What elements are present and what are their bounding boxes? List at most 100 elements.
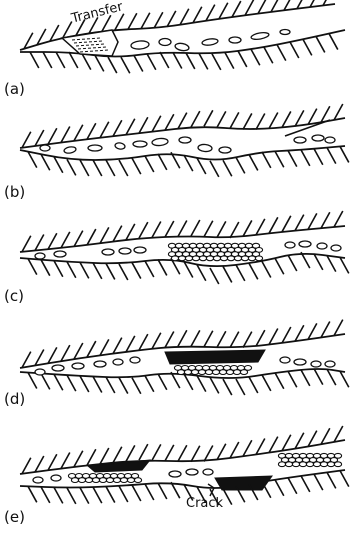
panel-a-upper-hatch (115, 14, 124, 30)
panel-c-upper-hatch (165, 221, 174, 237)
panel-a-label: (a) (4, 80, 25, 98)
panel-a-lower-hatch (329, 34, 338, 50)
panel-d-upper-hatch (256, 330, 265, 346)
panel-d-compacted-debris (212, 370, 219, 375)
panel-b-upper-hatch (126, 119, 135, 135)
panel-e-lower-hatch (301, 476, 310, 492)
panel-c-upper-hatch (256, 219, 265, 235)
panel-e-lower-hatch (314, 474, 323, 490)
panel-e-upper-hatch (256, 439, 265, 455)
panel-e-upper-hatch (113, 447, 122, 463)
panel-a-upper-hatch (219, 3, 228, 19)
panel-a-lower-hatch (121, 57, 130, 73)
panel-a-debris-particle (229, 37, 241, 43)
panel-b-lower-hatch (54, 157, 63, 173)
panel-a-upper-hatch (167, 11, 176, 27)
panel-e-upper-hatch (126, 445, 135, 461)
panel-c-compacted-debris (255, 256, 262, 261)
panel-c-lower-hatch (197, 265, 206, 281)
panel-b-upper-hatch (139, 117, 148, 133)
panel-d-upper-hatch (230, 332, 239, 348)
panel-d-lower-hatch (41, 373, 50, 389)
panel-e-compacted-debris (127, 478, 134, 483)
panel-a-upper-hatch (193, 7, 202, 23)
panel-a-lower-hatch (82, 54, 91, 70)
panel-e-upper-hatch (74, 451, 83, 467)
panel-d-lower-hatch (158, 374, 167, 390)
panel-e-upper-hatch (295, 433, 304, 449)
panel-a-debris-particle (174, 42, 189, 51)
panel-b-lower-hatch (275, 151, 284, 167)
panel-b-upper-hatch (243, 113, 252, 129)
panel-b-upper-hatch (48, 128, 57, 144)
panel-c-lower-hatch (106, 263, 115, 279)
panel-c-lower-hatch (145, 261, 154, 277)
panel-d-lower-hatch (340, 371, 349, 387)
panel-d-upper-hatch (100, 339, 109, 355)
panel-d-upper-hatch (282, 327, 291, 343)
panel-b-debris-particle (198, 144, 213, 152)
panel-e-compacted-debris (306, 462, 313, 467)
panel-b-upper-hatch (74, 125, 83, 141)
panel-c-upper-hatch (321, 212, 330, 228)
panel-e-upper-hatch (165, 445, 174, 461)
panel-d-compacted-debris (205, 370, 212, 375)
panel-d-lower-hatch (119, 378, 128, 394)
panel-d-upper-hatch (308, 323, 317, 339)
panel-b-lower-hatch (93, 160, 102, 176)
panel-e-compacted-debris (78, 478, 85, 483)
panel-c-lower-hatch (119, 264, 128, 280)
panel-c-compacted-debris (192, 256, 199, 261)
panel-e-upper-hatch (217, 444, 226, 460)
panel-a-lower-hatch (160, 52, 169, 68)
panel-b-upper-hatch (295, 110, 304, 126)
panel-c-debris-particle (331, 245, 341, 251)
panel-e-upper-hatch (87, 449, 96, 465)
panel-c-upper-hatch (295, 215, 304, 231)
panel-a-debris-particle (159, 39, 171, 46)
panel-a-upper-hatch (258, 0, 267, 14)
panel-e-compacted-debris (120, 478, 127, 483)
panel-d-upper-hatch (165, 332, 174, 348)
panel-b-upper-hatch (165, 114, 174, 130)
panel-d-lower-hatch (262, 375, 271, 391)
panel-b-debris-particle (179, 137, 191, 143)
panel-c-compacted-debris (171, 256, 178, 261)
panel-d-upper-hatch (126, 336, 135, 352)
panel-e-upper-hatch (61, 453, 70, 469)
panel-e-upper-hatch (100, 448, 109, 464)
panel-b-upper-hatch (217, 111, 226, 127)
panel-e-upper-hatch (152, 444, 161, 460)
panel-e-upper-hatch (139, 444, 148, 460)
panel-c-compacted-debris (213, 256, 220, 261)
panel-a-lower-hatch (277, 45, 286, 61)
panel-b-upper-hatch (87, 123, 96, 139)
panel-c-upper-hatch (100, 227, 109, 243)
panel-e-upper-hatch (321, 428, 330, 444)
panel-b-lower-hatch (145, 156, 154, 172)
panel-d-compacted-debris (198, 370, 205, 375)
panel-d-compacted-debris (177, 370, 184, 375)
panel-c-lower-hatch (28, 259, 37, 275)
panel-b-lower-hatch (41, 154, 50, 170)
panel-c-lower-hatch (262, 262, 271, 278)
panel-c-upper-hatch (282, 216, 291, 232)
panel-e-upper-hatch (35, 456, 44, 472)
panel-c-debris-particle (102, 249, 114, 255)
panel-c-upper-hatch (243, 220, 252, 236)
panel-b-debris-particle (64, 146, 77, 154)
panel-c-label: (c) (4, 287, 24, 305)
panel-c-lower-hatch (288, 255, 297, 271)
panel-c-upper-hatch (217, 221, 226, 237)
panel-e-upper-hatch (191, 446, 200, 462)
panel-a-upper-hatch (154, 12, 163, 28)
panel-c-lower-hatch (41, 260, 50, 276)
panel-c-debris-particle (134, 247, 146, 253)
panel-c-lower-hatch (54, 261, 63, 277)
panel-a-lower-hatch (225, 53, 234, 69)
panel-e-lower-hatch (67, 488, 76, 504)
panel-b-upper-hatch (100, 122, 109, 138)
panel-d-debris-particle (113, 359, 123, 365)
panel-d-upper-hatch (269, 329, 278, 345)
panel-c-debris-particle (35, 253, 45, 259)
